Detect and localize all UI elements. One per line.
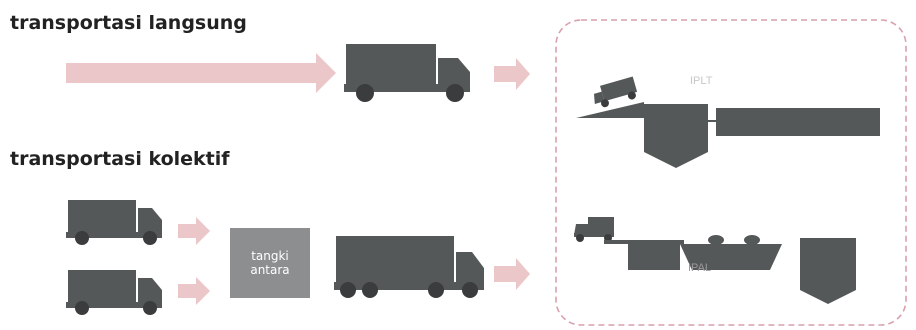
dump-truck-icon <box>593 76 638 108</box>
sedimentation-tank <box>628 244 680 270</box>
receiving-pit <box>644 104 708 168</box>
iplt-facility <box>576 76 880 168</box>
treatment-basin-long <box>716 108 880 136</box>
heading-direct-transport: transportasi langsung <box>10 12 247 34</box>
small-truck-lower <box>66 270 162 315</box>
buffer-tank-label-line2: antara <box>250 263 290 277</box>
buffer-tank-label-line1: tangki <box>251 249 289 263</box>
arrow-upper-to-tank <box>178 217 210 245</box>
large-truck-collective <box>334 236 484 298</box>
truck-wheel <box>446 84 464 102</box>
arrow-to-plant-bottom <box>494 258 530 290</box>
heading-collective-transport: transportasi kolektif <box>10 148 230 170</box>
small-truck-upper <box>66 200 162 245</box>
truck-wheel <box>356 84 374 102</box>
buffer-tank-label: tangki antara <box>230 228 310 298</box>
buffer-tank <box>230 228 310 298</box>
large-truck-direct <box>344 44 470 102</box>
iplt-label: IPLT <box>690 75 713 87</box>
arrow-to-plant-top <box>494 58 530 90</box>
aeration-basin <box>680 244 782 270</box>
ipal-facility <box>574 217 856 304</box>
final-clarifier <box>800 238 856 304</box>
aerator-icon <box>744 235 760 245</box>
arrow-lower-to-tank <box>178 277 210 305</box>
aerator-icon <box>708 235 724 245</box>
long-arrow-direct <box>66 53 336 93</box>
treatment-facility-border <box>555 19 907 326</box>
ipal-label: IPAL <box>688 262 712 274</box>
small-truck-icon <box>574 217 614 242</box>
unloading-ramp <box>576 102 644 118</box>
